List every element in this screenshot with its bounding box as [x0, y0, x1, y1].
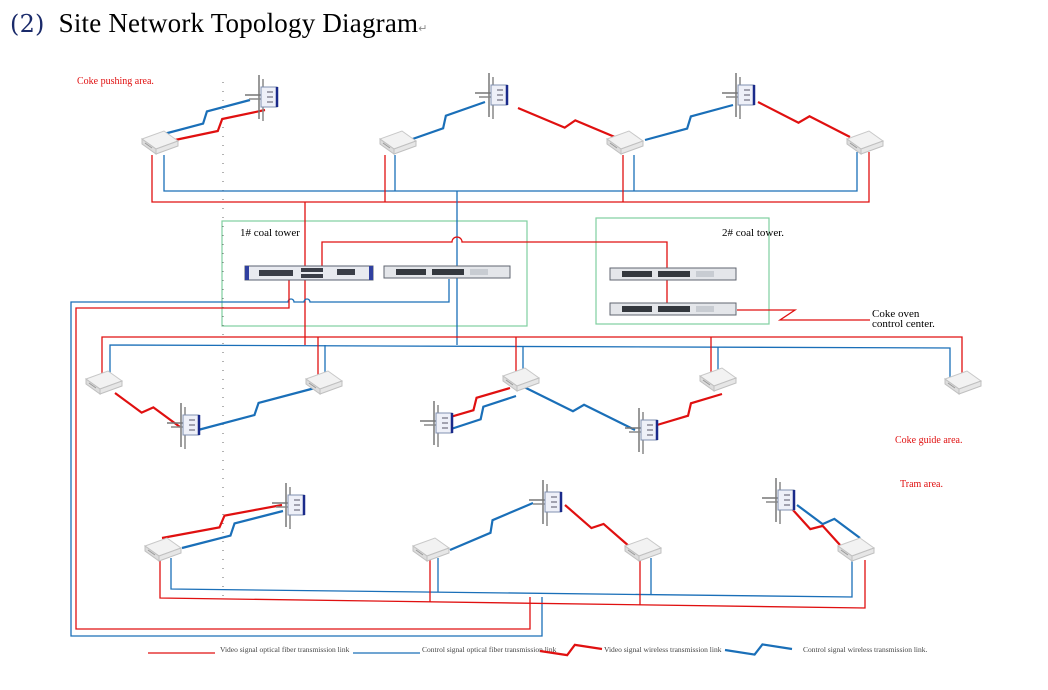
legend: Video signal optical fiber transmission …	[148, 643, 927, 657]
middle-fiber-links	[101, 336, 963, 378]
wireless-links	[114, 98, 861, 552]
zone-label-coal-tower-1: 1# coal tower	[240, 227, 300, 239]
wireless-bridge-icon	[379, 130, 417, 155]
tower-links	[70, 236, 870, 637]
wireless-bridge-icon	[85, 370, 123, 395]
wireless-video-link	[174, 108, 266, 142]
wireless-bridge-icon	[846, 130, 884, 155]
wireless-control-link	[521, 385, 636, 431]
wireless-bridge-icon	[606, 130, 644, 155]
wireless-video-link	[792, 509, 841, 546]
fiber-control-mid-bus	[109, 344, 951, 378]
fiber-video-mid-bus	[101, 336, 963, 378]
fiber-video-to-control-center	[737, 309, 870, 321]
legend-swatch-control-wireless	[724, 643, 793, 656]
coal-tower-2-zone	[595, 217, 770, 325]
fiber-video-left-loop	[75, 279, 531, 630]
antenna-ap-icon	[760, 476, 796, 526]
antenna-ap-icon	[527, 478, 563, 528]
control-center-label-line2: control center.	[872, 318, 935, 330]
control-center-label-line1: Coke oven	[872, 308, 920, 320]
access-switch-tower2-lower	[609, 302, 737, 316]
wireless-video-link	[114, 392, 181, 428]
wireless-video-link	[517, 106, 623, 142]
area-label-coke-guide: Coke guide area.	[895, 435, 962, 446]
wireless-control-link	[796, 504, 861, 539]
legend-label-video-wireless: Video signal wireless transmission link	[604, 645, 722, 654]
antenna-ap-icon	[720, 71, 756, 121]
section-number: (2)	[10, 10, 45, 38]
wireless-control-link	[644, 103, 734, 142]
wireless-bridge-icon	[144, 537, 182, 562]
fiber-video-top-bus	[151, 152, 870, 203]
title-text: Site Network Topology Diagram	[58, 8, 419, 38]
paragraph-mark: ↵	[418, 23, 428, 35]
wireless-video-link	[656, 392, 723, 427]
wireless-control-link	[447, 394, 517, 432]
legend-label-video-fiber: Video signal optical fiber transmission …	[220, 645, 350, 654]
area-label-tram: Tram area.	[900, 479, 943, 490]
wireless-control-link	[403, 100, 486, 144]
area-label-coke-pushing: Coke pushing area.	[77, 76, 154, 87]
coal-tower-1-zone	[221, 220, 528, 327]
wireless-bridge-icon	[412, 537, 450, 562]
wireless-bridge-icon	[624, 537, 662, 562]
legend-label-control-fiber: Control signal optical fiber transmissio…	[422, 645, 557, 654]
bottom-fiber-links	[159, 558, 866, 609]
wireless-control-link	[449, 501, 534, 552]
legend-zigzag-video	[539, 643, 603, 657]
antenna-ap-icon	[418, 399, 454, 449]
wireless-video-link	[161, 503, 283, 540]
page-title: (2) Site Network Topology Diagram↵	[10, 8, 428, 39]
fiber-video-bottom-bus	[159, 558, 866, 609]
wireless-video-link	[439, 386, 511, 422]
antenna-ap-icon	[165, 401, 201, 451]
wireless-bridge-icon	[699, 367, 737, 392]
antenna-ap-icon	[623, 406, 659, 456]
wireless-control-link	[159, 98, 251, 137]
wireless-control-link	[197, 386, 316, 432]
fiber-video-tower1-to-tower2	[321, 236, 668, 303]
legend-zigzag-control	[724, 643, 793, 656]
legend-swatch-video-wireless	[539, 643, 603, 657]
wireless-video-link	[757, 101, 851, 138]
wireless-control-link	[181, 509, 284, 550]
fiber-control-top-bus	[163, 152, 858, 192]
wireless-video-link	[564, 504, 631, 548]
fiber-control-left-loop	[70, 279, 543, 637]
wireless-bridge-icon	[141, 130, 179, 155]
wireless-bridge-icon	[305, 370, 343, 395]
top-fiber-links	[151, 152, 870, 345]
industrial-switch-tower1	[244, 265, 374, 281]
access-switch-tower2-upper	[609, 267, 737, 281]
access-switch-tower1	[383, 265, 511, 279]
zone-label-coal-tower-2: 2# coal tower.	[722, 227, 784, 239]
antenna-ap-icon	[473, 71, 509, 121]
legend-label-control-wireless: Control signal wireless transmission lin…	[803, 645, 927, 654]
wireless-bridge-icon	[837, 537, 875, 562]
fiber-control-bottom-bus	[170, 558, 853, 598]
